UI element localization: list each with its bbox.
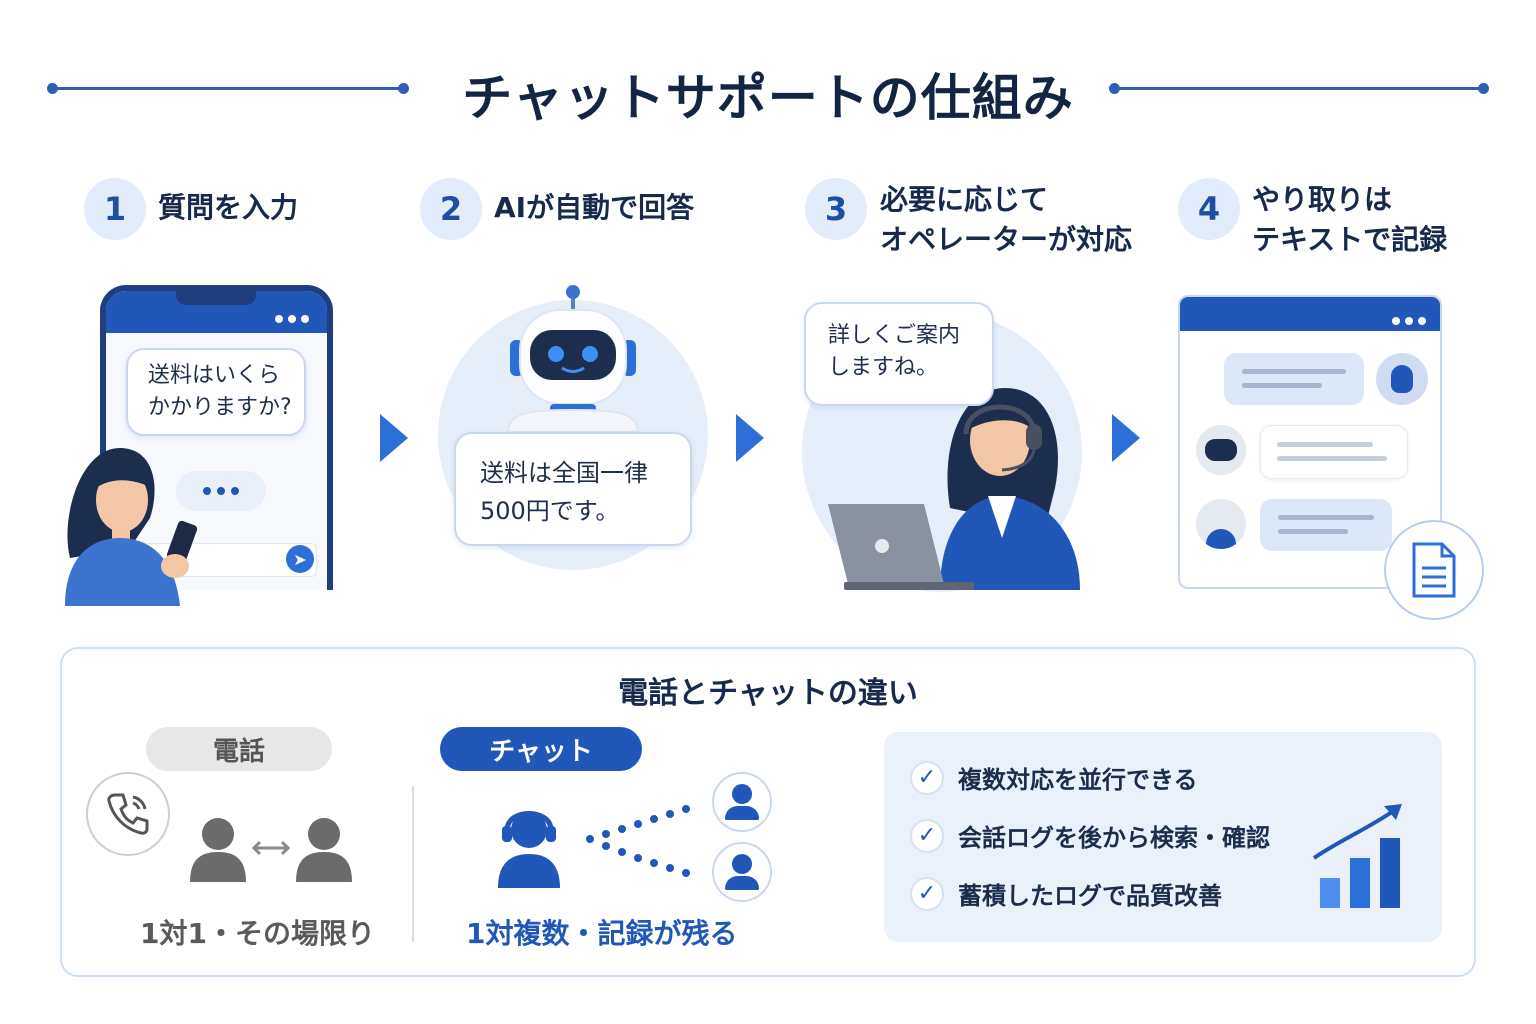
- step-2-bubble-line1: 送料は全国一律: [480, 459, 648, 487]
- step-3-speech-bubble: 詳しくご案内 しますね。: [804, 302, 994, 406]
- page-title: チャットサポートの仕組み: [462, 69, 1074, 127]
- step-4-line2: テキストで記録: [1252, 223, 1448, 256]
- title-line-left: [47, 83, 409, 94]
- column-divider: [412, 786, 414, 942]
- benefit-text-3: 蓄積したログで品質改善: [958, 882, 1222, 910]
- growth-chart-icon: [1312, 804, 1402, 908]
- step-1-number: 1: [84, 178, 146, 240]
- step-3-line1: 必要に応じて: [880, 183, 1049, 216]
- step-2-line1: AIが自動で回答: [494, 191, 695, 224]
- one-to-many-connector-icon: [586, 805, 690, 877]
- window-menu-dots-icon: [1387, 310, 1426, 329]
- step-3-bubble-line2: しますね。: [828, 355, 939, 380]
- customer-avatar-icon-1: [712, 772, 772, 832]
- step-2-number: 2: [420, 178, 482, 240]
- person-to-person-icon: [190, 818, 352, 882]
- log-message-user: [1224, 353, 1364, 405]
- flow-arrow-2: [736, 414, 764, 462]
- flow-arrow-1: [380, 414, 408, 462]
- operator-headset-icon: [498, 811, 560, 888]
- phone-caption: 1対1・その場限り: [140, 917, 375, 950]
- customer-avatar-icon-2: [712, 842, 772, 902]
- bot-avatar-icon: [1196, 425, 1246, 475]
- step-4-label: やり取りは テキストで記録: [1252, 180, 1447, 260]
- operator-icon: [940, 388, 1080, 590]
- phone-icon: [86, 772, 170, 856]
- step-4-number: 4: [1178, 178, 1240, 240]
- step-1-line1: 質問を入力: [158, 191, 299, 224]
- title-line-right: [1109, 83, 1489, 94]
- benefit-text-1: 複数対応を並行できる: [958, 766, 1198, 794]
- benefit-text-2: 会話ログを後から検索・確認: [958, 824, 1270, 852]
- step-3-number: 3: [805, 178, 867, 240]
- benefit-item-2: ✓ 会話ログを後から検索・確認: [910, 818, 1270, 853]
- check-icon: ✓: [910, 818, 944, 853]
- step-2-bubble-line2: 500円です。: [480, 497, 620, 525]
- chat-label-pill: チャット: [440, 727, 642, 771]
- check-icon: ✓: [910, 876, 944, 911]
- check-icon: ✓: [910, 760, 944, 795]
- flow-arrow-3: [1112, 414, 1140, 462]
- benefit-item-3: ✓ 蓄積したログで品質改善: [910, 876, 1222, 911]
- step-3-label: 必要に応じて オペレーターが対応: [880, 180, 1132, 260]
- benefit-item-1: ✓ 複数対応を並行できる: [910, 760, 1198, 795]
- step-3-bubble-line1: 詳しくご案内: [828, 323, 961, 348]
- step-1-speech-bubble: 送料はいくら かかりますか?: [126, 348, 306, 436]
- phone-notch: [176, 291, 256, 305]
- comparison-title: 電話とチャットの違い: [618, 676, 918, 711]
- step-1-bubble-line1: 送料はいくら: [148, 363, 281, 388]
- user-avatar-icon: [1376, 353, 1428, 405]
- log-message-operator: [1260, 499, 1392, 551]
- operator-avatar-icon: [1196, 499, 1246, 549]
- phone-label-pill: 電話: [146, 727, 332, 771]
- typing-indicator: [176, 471, 266, 511]
- step-1-label: 質問を入力: [158, 188, 298, 228]
- step-1-bubble-line2: かかりますか?: [148, 395, 292, 420]
- smartphone-illustration: ➤: [100, 285, 333, 590]
- log-message-bot: [1260, 425, 1408, 479]
- step-2-speech-bubble: 送料は全国一律 500円です。: [454, 432, 692, 546]
- woman-with-phone-icon: [65, 448, 198, 606]
- menu-dots-icon: [270, 308, 309, 327]
- robot-icon: [506, 285, 640, 432]
- chat-caption: 1対複数・記録が残る: [466, 917, 738, 950]
- send-icon: ➤: [286, 545, 314, 573]
- laptop-icon: [828, 504, 974, 590]
- document-icon: [1384, 520, 1484, 620]
- step-4-line1: やり取りは: [1252, 183, 1393, 216]
- window-title-bar: [1180, 297, 1440, 331]
- step-3-line2: オペレーターが対応: [880, 223, 1133, 256]
- step-2-label: AIが自動で回答: [494, 188, 694, 228]
